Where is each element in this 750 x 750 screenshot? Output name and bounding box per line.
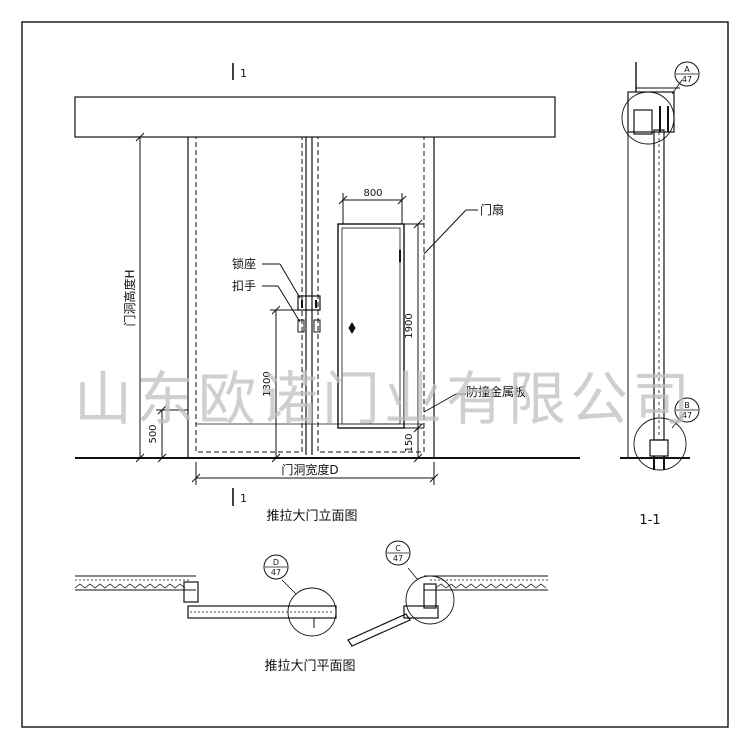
right-wall-hatch [435, 583, 547, 589]
dim-150: 150 [404, 433, 415, 452]
door-leaf-label: 门扇 [480, 202, 504, 217]
callout-d-sheet: 47 [271, 568, 281, 577]
left-leaf-outline [195, 136, 303, 453]
callout-d-letter: D [273, 558, 279, 567]
dim-500: 500 [148, 424, 159, 443]
plan-title: 推拉大门平面图 [264, 659, 355, 674]
section-marker-top: 1 [240, 67, 247, 80]
plan-view [74, 540, 548, 647]
section-view [620, 61, 700, 471]
plan-swing-wicket [347, 613, 411, 647]
dim-1900: 1900 [404, 313, 415, 338]
elevation-view [74, 63, 580, 506]
callout-c-bubble [385, 540, 411, 566]
callout-c-letter: C [395, 544, 401, 553]
callout-d-bubble [263, 554, 289, 580]
section-title: 1-1 [639, 513, 660, 528]
callout-b-bubble [674, 397, 700, 423]
callout-c-sheet: 47 [393, 554, 403, 563]
callout-b-letter: B [684, 401, 690, 410]
dim-800: 800 [363, 188, 382, 199]
lock-seat-label: 锁座 [232, 256, 256, 271]
opening-width-label: 门洞宽度D [281, 462, 338, 477]
lintel-beam [74, 96, 556, 138]
dim-1300: 1300 [262, 371, 273, 396]
anti-collision-plate-label: 防撞金属板 [466, 384, 526, 399]
wicket-handle-icon [348, 322, 356, 334]
lock-seat-box [297, 295, 321, 311]
plan-right-leaf [403, 605, 439, 619]
callout-a-bubble [674, 61, 700, 87]
handle-label: 扣手 [232, 279, 256, 293]
left-wall-hatch [74, 583, 186, 589]
wicket-door [337, 223, 405, 429]
callout-a-sheet: 47 [682, 75, 692, 84]
section-marker-bottom: 1 [240, 492, 247, 505]
callout-b-sheet: 47 [682, 411, 692, 420]
outer-frame [21, 21, 729, 728]
opening-height-label: 门洞高度H [122, 269, 137, 326]
elevation-title: 推拉大门立面图 [266, 509, 357, 524]
right-leaf-outline [317, 136, 425, 453]
callout-a-letter: A [684, 65, 690, 74]
